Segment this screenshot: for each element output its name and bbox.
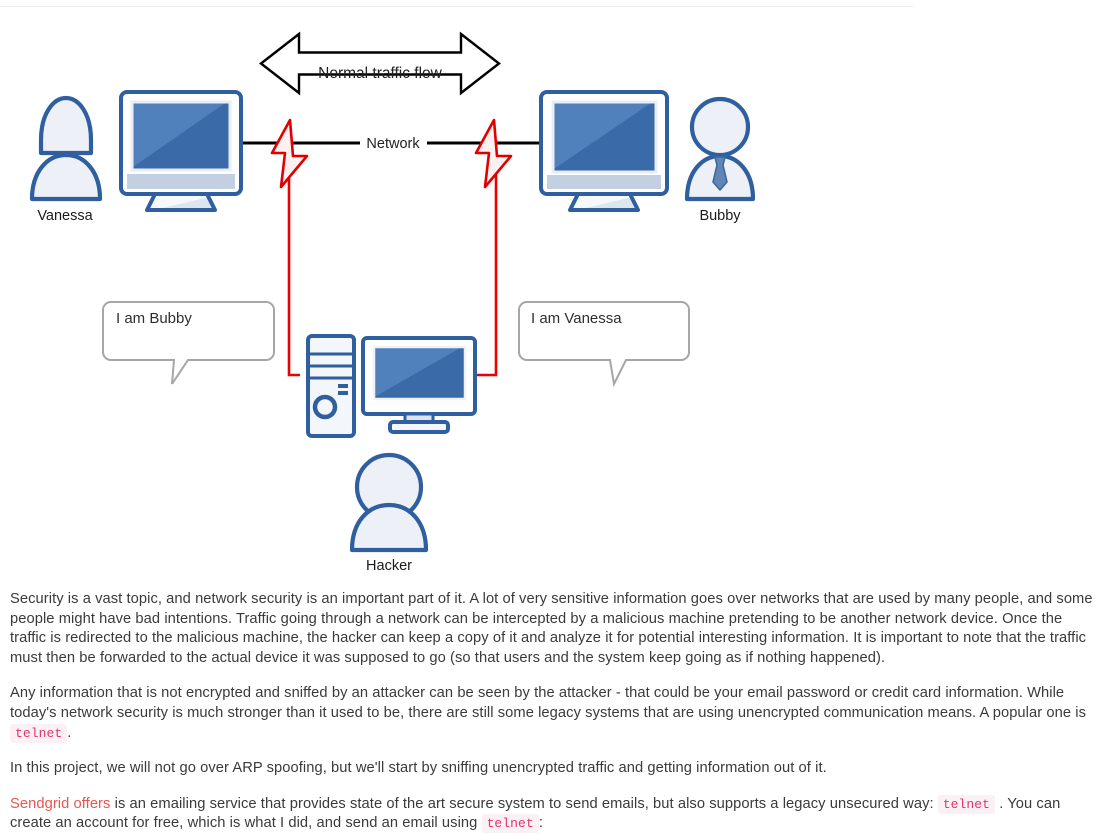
paragraph-4: Sendgrid offers is an emailing service t… <box>10 794 1095 834</box>
speech-bubble-left <box>102 301 275 385</box>
lightning-bolt-left <box>270 118 309 189</box>
normal-traffic-flow-arrow <box>259 31 501 96</box>
code-telnet-2: telnet <box>937 794 996 814</box>
speech-bubble-left-text: I am Bubby <box>116 310 192 327</box>
speech-bubble-right <box>518 301 690 388</box>
top-divider <box>0 6 913 7</box>
paragraph-3: In this project, we will not go over ARP… <box>10 759 1095 779</box>
person-hacker <box>349 452 429 553</box>
label-bubby: Bubby <box>699 208 741 224</box>
paragraph-1: Security is a vast topic, and network se… <box>10 590 1095 668</box>
lightning-bolt-right <box>474 118 513 189</box>
paragraph-2-text-b: . <box>67 724 72 741</box>
hacker-monitor <box>361 336 477 434</box>
page-root: Normal traffic flow Network Vanessa <box>0 6 1111 834</box>
monitor-vanessa <box>119 90 243 212</box>
hacker-tower <box>306 334 356 438</box>
person-vanessa <box>29 95 103 202</box>
paragraph-2: Any information that is not encrypted an… <box>10 684 1095 743</box>
sendgrid-link[interactable]: Sendgrid offers <box>10 795 111 812</box>
code-telnet: telnet <box>10 723 68 743</box>
monitor-bubby <box>539 90 669 212</box>
paragraph-1-text: Security is a vast topic, and network se… <box>10 591 1093 666</box>
person-bubby <box>684 96 756 202</box>
paragraph-4-text-a: is an emailing service that provides sta… <box>114 795 934 812</box>
paragraph-3-text: In this project, we will not go over ARP… <box>10 760 827 777</box>
code-telnet-3: telnet <box>481 814 539 834</box>
network-diagram: Normal traffic flow Network Vanessa <box>0 10 1111 580</box>
label-vanessa: Vanessa <box>37 208 93 224</box>
network-label: Network <box>366 136 420 152</box>
paragraph-4-text-c: : <box>538 815 543 832</box>
normal-traffic-flow-label: Normal traffic flow <box>318 65 443 82</box>
speech-bubble-right-text: I am Vanessa <box>531 310 622 327</box>
label-hacker: Hacker <box>366 558 412 574</box>
paragraph-2-text-a: Any information that is not encrypted an… <box>10 685 1087 721</box>
article-body: Security is a vast topic, and network se… <box>10 590 1095 834</box>
